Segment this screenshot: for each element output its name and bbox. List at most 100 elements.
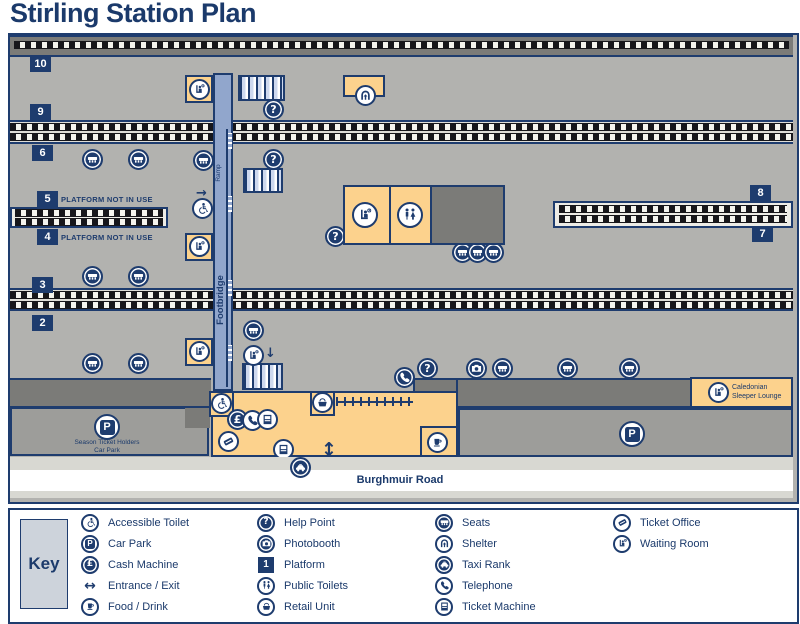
- key-item-taxi-rank: Taxi Rank: [435, 554, 536, 575]
- key-panel: Key Accessible Toilet P Car Park £ Cash …: [8, 508, 799, 624]
- platform-badge-10: 10: [30, 56, 51, 72]
- railway-track: [559, 205, 787, 213]
- footbridge-label: Footbridge: [215, 275, 226, 325]
- photobooth-icon: [257, 534, 275, 553]
- seats-icon: [193, 150, 214, 171]
- platform-badge-2: 2: [32, 315, 53, 331]
- help-point-icon: ?: [417, 358, 438, 379]
- key-item-entrance-exit: ↔ Entrance / Exit: [81, 575, 189, 596]
- ramp-rail: [226, 129, 228, 387]
- key-item-food-drink: Food / Drink: [81, 596, 189, 617]
- waiting-room-icon: [189, 341, 210, 362]
- seats-icon: [128, 266, 149, 287]
- seats-icon: [82, 266, 103, 287]
- key-item-telephone: Telephone: [435, 575, 536, 596]
- seats-icon: [243, 320, 264, 341]
- sidewalk: [10, 457, 793, 470]
- public-toilets-icon: [257, 576, 275, 595]
- seats-icon: [483, 242, 504, 263]
- retail-unit-icon: [312, 392, 333, 413]
- help-point-icon: ?: [263, 99, 284, 120]
- entrance-exit-arrow: ↕: [321, 439, 337, 461]
- shelter-icon: [355, 85, 376, 106]
- photobooth-icon: [466, 358, 487, 379]
- railway-track: [10, 123, 793, 131]
- key-item-cash-machine: £ Cash Machine: [81, 554, 189, 575]
- help-point-icon: ?: [257, 513, 275, 532]
- track-band-3-2: [10, 288, 793, 311]
- platform-5-not-in-use: PLATFORM NOT IN USE: [61, 195, 153, 204]
- shelter-icon: [435, 534, 453, 553]
- platform-badge-6: 6: [32, 145, 53, 161]
- retail-unit-icon: [257, 597, 275, 616]
- platform-badge-7: 7: [752, 226, 773, 242]
- entrance-exit-icon: ↔: [84, 577, 96, 594]
- waiting-room-icon: [352, 202, 378, 228]
- building-band-right: [458, 378, 690, 408]
- key-item-shelter: Shelter: [435, 533, 536, 554]
- seats-icon: [82, 353, 103, 374]
- ramp-hatch: [228, 196, 232, 212]
- railway-track: [559, 215, 787, 223]
- waiting-room-icon: [613, 534, 631, 553]
- key-item-platform: 1 Platform: [257, 554, 348, 575]
- key-item-photobooth: Photobooth: [257, 533, 348, 554]
- key-item-accessible-toilet: Accessible Toilet: [81, 512, 189, 533]
- accessible-toilet-icon: [81, 513, 99, 532]
- bay-track-5-4: [10, 207, 168, 228]
- platform-badge-8: 8: [750, 185, 771, 201]
- key-item-car-park: P Car Park: [81, 533, 189, 554]
- taxi-rank-icon: [435, 555, 453, 574]
- platform-badge-4: 4: [37, 229, 58, 245]
- taxi-rank-icon: [290, 457, 311, 478]
- taxi-rank-line-bar: [336, 401, 413, 403]
- ticket-machine-icon: [257, 409, 278, 430]
- road-label: Burghmuir Road: [356, 474, 444, 486]
- key-item-waiting-room: Waiting Room: [613, 533, 709, 554]
- ticket-office-icon: [218, 431, 239, 452]
- platform-badge-5: 5: [37, 191, 58, 207]
- seats-icon: [82, 149, 103, 170]
- car-park-icon: P: [94, 414, 120, 440]
- caledonian-sleeper-lounge: [690, 377, 793, 408]
- waiting-room-icon: [243, 345, 264, 366]
- seats-icon: [492, 358, 513, 379]
- arrow-down: ↓: [265, 346, 276, 361]
- waiting-room-icon: [708, 382, 729, 403]
- accessible-toilet-icon: [211, 393, 232, 414]
- car-park-icon: P: [619, 421, 645, 447]
- season-car-park-label: Season Ticket Holders Car Park: [74, 439, 140, 454]
- stairs: [242, 363, 283, 390]
- key-column-4: Ticket Office Waiting Room: [613, 512, 709, 554]
- ramp-hatch: [228, 280, 232, 296]
- sleeper-lounge-label: Caledonian Sleeper Lounge: [732, 384, 782, 400]
- page-title: Stirling Station Plan: [10, 0, 257, 28]
- platform-badge-3: 3: [32, 277, 53, 293]
- ticket-machine-icon: [435, 597, 453, 616]
- accessible-toilet-icon: [192, 198, 213, 219]
- key-heading: Key: [20, 519, 68, 609]
- sidewalk-south: [10, 491, 793, 498]
- waiting-room-icon: [189, 236, 210, 257]
- seats-icon: [128, 353, 149, 374]
- ticket-office-icon: [613, 513, 631, 532]
- key-item-public-toilets: Public Toilets: [257, 575, 348, 596]
- key-column-3: Seats Shelter Taxi Rank Telephone Ticket…: [435, 512, 536, 617]
- cash-machine-icon: £: [81, 555, 99, 574]
- seats-icon: [557, 358, 578, 379]
- ramp-label: Ramp: [215, 164, 222, 182]
- key-item-retail-unit: Retail Unit: [257, 596, 348, 617]
- railway-track: [15, 209, 163, 217]
- stairs: [243, 168, 283, 193]
- platform-4-not-in-use: PLATFORM NOT IN USE: [61, 233, 153, 242]
- key-item-ticket-office: Ticket Office: [613, 512, 709, 533]
- building-band-left: [10, 378, 211, 408]
- road: [10, 470, 793, 491]
- telephone-icon: [435, 576, 453, 595]
- ramp-hatch: [228, 345, 232, 361]
- key-column-1: Accessible Toilet P Car Park £ Cash Mach…: [81, 512, 189, 617]
- food-drink-icon: [427, 432, 448, 453]
- railway-track: [10, 133, 793, 141]
- railway-track: [10, 301, 793, 309]
- help-point-icon: ?: [263, 149, 284, 170]
